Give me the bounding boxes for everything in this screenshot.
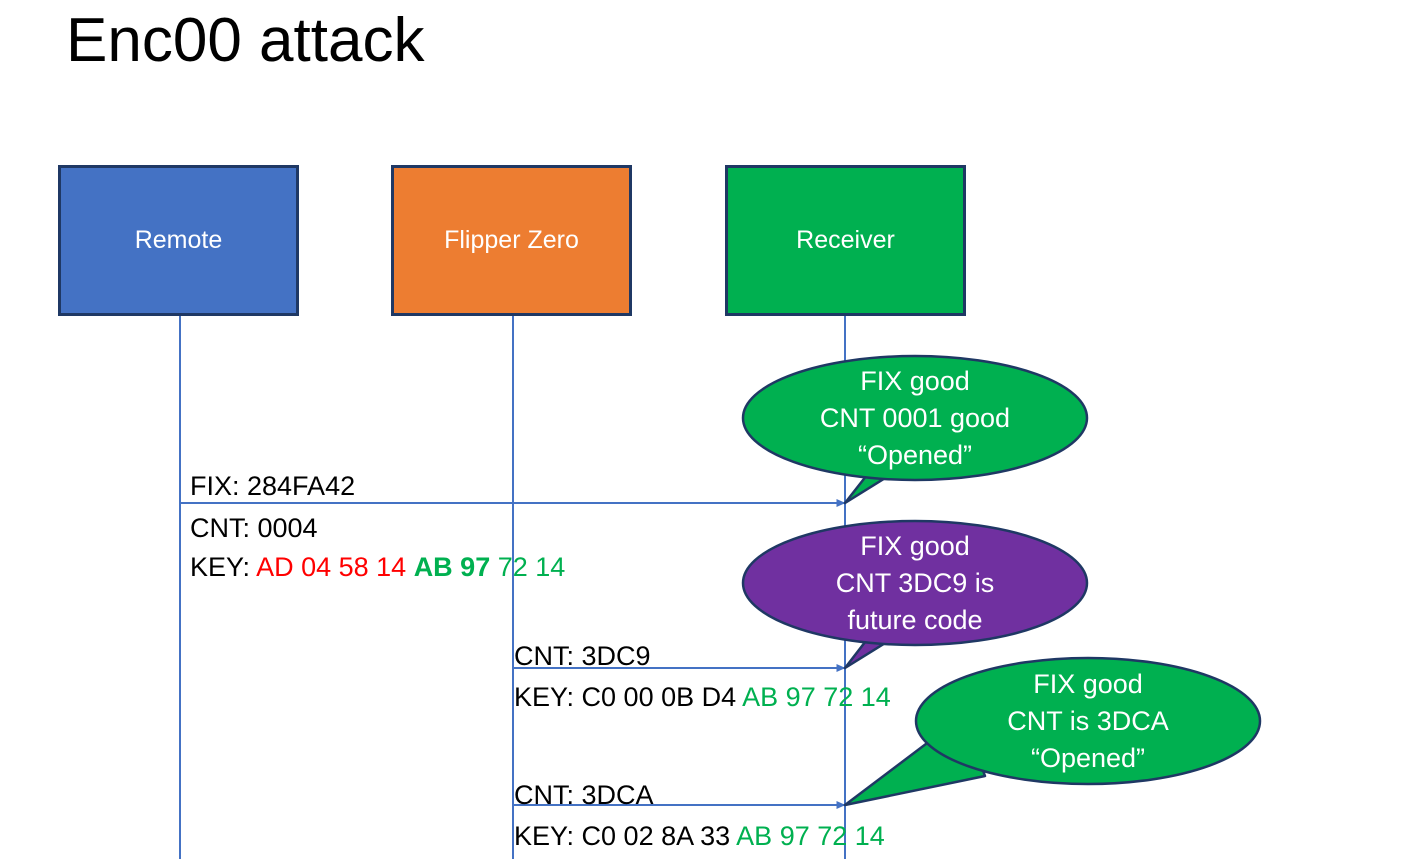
lane-box-remote[interactable]: Remote <box>58 165 299 316</box>
message-text-msg-cnt-0004-0: CNT: 0004 <box>190 512 318 544</box>
callout-bubble <box>741 519 1089 647</box>
message-text-run: FIX: 284FA42 <box>190 471 356 501</box>
message-text-run: KEY: C0 02 8A 33 <box>514 821 737 851</box>
message-text-run: KEY: C0 00 0B D4 <box>514 682 743 712</box>
message-text-msg-cnt-3dca-1: KEY: C0 02 8A 33 AB 97 72 14 <box>514 820 885 852</box>
lane-box-receiver[interactable]: Receiver <box>725 165 966 316</box>
message-text-run: 72 14 <box>497 552 566 582</box>
lane-label-remote: Remote <box>134 226 223 254</box>
lane-label-flipper: Flipper Zero <box>444 226 579 254</box>
lane-box-flipper[interactable]: Flipper Zero <box>391 165 632 316</box>
callout-bubble <box>741 354 1089 482</box>
message-text-run: AD 04 58 14 <box>256 552 414 582</box>
message-text-run: AB 97 72 14 <box>736 821 885 851</box>
callout-callout-fix-good-0001 <box>741 354 1089 505</box>
page-title: Enc00 attack <box>66 6 425 75</box>
message-text-msg-cnt-3dc9-1: KEY: C0 00 0B D4 AB 97 72 14 <box>514 681 891 713</box>
callout-callout-future-code <box>741 519 1089 670</box>
message-text-msg-fix-0: FIX: 284FA42 <box>190 470 355 502</box>
message-text-run: AB 97 <box>413 552 498 582</box>
message-text-msg-cnt-3dca-0: CNT: 3DCA <box>514 779 654 811</box>
message-text-run: AB 97 72 14 <box>742 682 891 712</box>
callout-bubble <box>914 656 1262 786</box>
callout-callout-cnt-3dca-opened <box>843 656 1262 807</box>
message-text-msg-cnt-0004-1: KEY: AD 04 58 14 AB 97 72 14 <box>190 551 565 583</box>
lane-label-receiver: Receiver <box>796 226 895 254</box>
message-text-run: KEY: <box>190 552 257 582</box>
message-arrows-group <box>180 499 846 809</box>
message-text-run: CNT: 3DCA <box>514 780 654 810</box>
message-text-msg-cnt-3dc9-0: CNT: 3DC9 <box>514 640 651 672</box>
message-text-run: CNT: 3DC9 <box>514 641 651 671</box>
message-text-run: CNT: 0004 <box>190 513 318 543</box>
callout-shapes-group <box>741 354 1262 807</box>
